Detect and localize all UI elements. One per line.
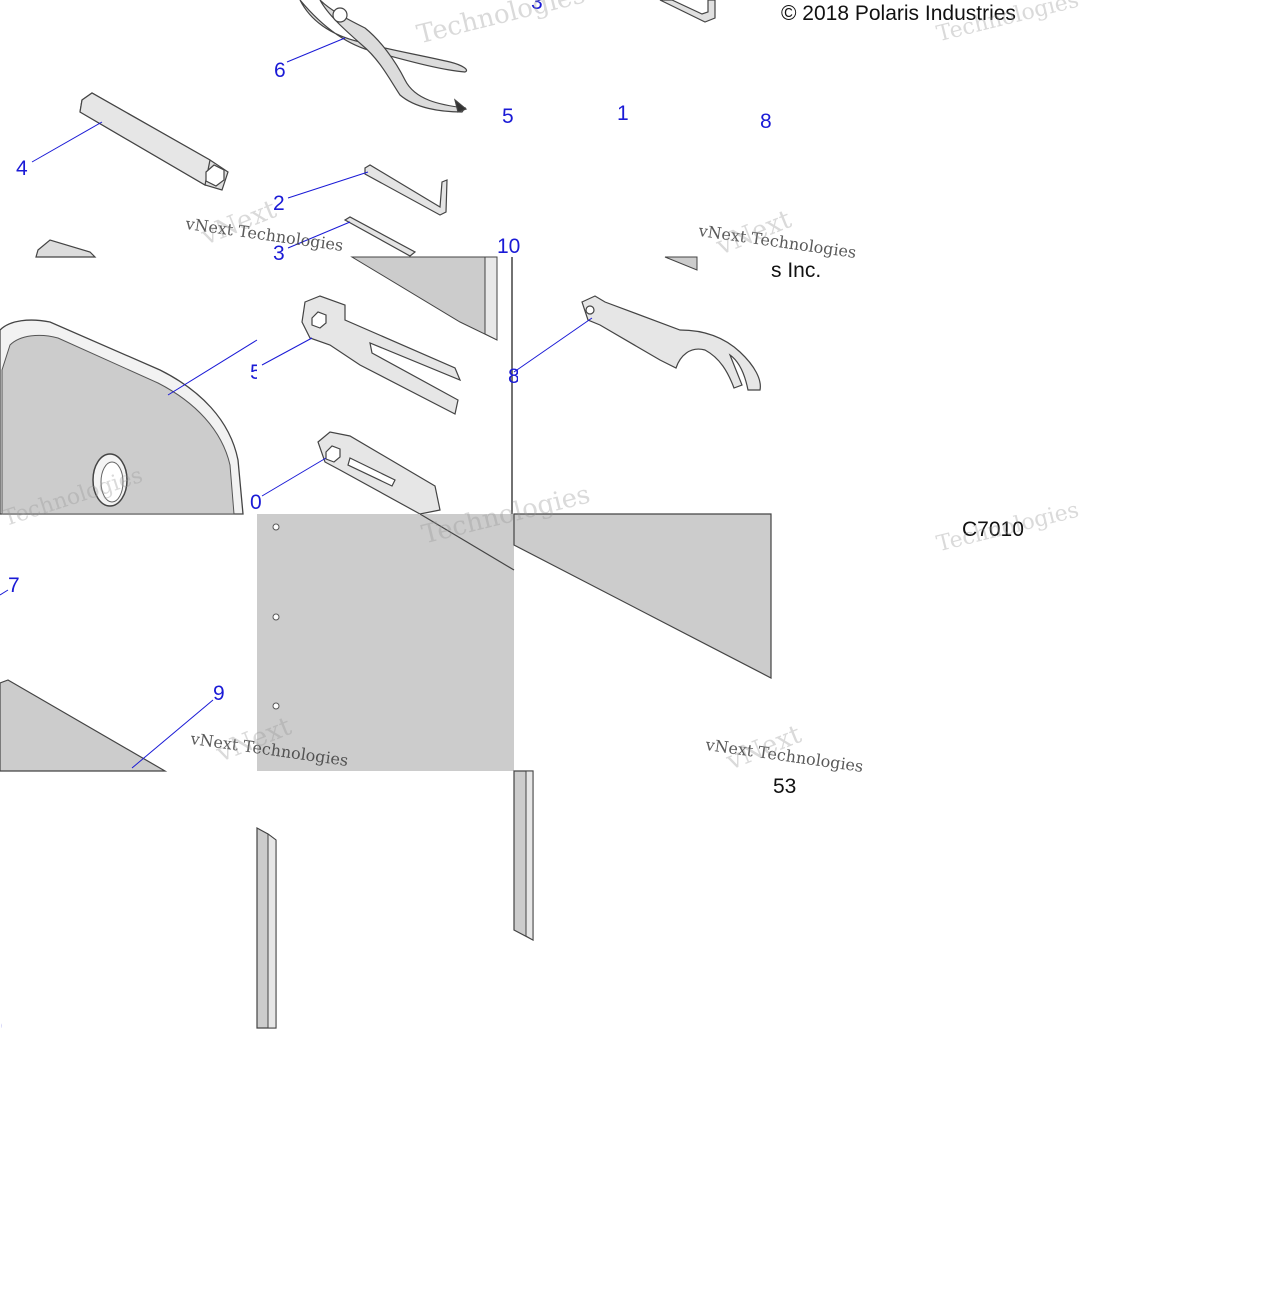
flat-wrench-part: [317, 431, 441, 515]
copyright-notice: © 2018 Polaris Industries: [781, 2, 1016, 25]
callout-6: 6: [274, 59, 286, 82]
leader-line: [513, 317, 593, 373]
leader-line: [286, 37, 346, 63]
spark-plug-socket-part: [79, 92, 229, 191]
leader-line: [287, 171, 369, 199]
panel-board-part: [0, 679, 168, 772]
leader-line: [287, 221, 351, 249]
leader-line: [261, 457, 327, 497]
callout-8: 8: [760, 110, 772, 133]
tool-pouch-part: [0, 319, 244, 515]
hook-spanner-part: [581, 295, 761, 391]
callout-fragment: 3: [531, 0, 543, 14]
figure-code: C7010: [962, 518, 1024, 541]
handle-part: [659, 0, 716, 23]
figure-code-fragment: 53: [773, 775, 797, 798]
leader-line: [167, 339, 258, 396]
callout-9: 9: [213, 682, 225, 705]
leader-line: [131, 699, 214, 769]
hex-key-part: [364, 164, 448, 216]
callout-fragment: 0: [1, 1016, 2, 1037]
leader-line: [31, 121, 103, 163]
callout-2: 2: [273, 192, 285, 215]
pin-part: [343, 216, 417, 257]
pliers-part: [299, 0, 468, 113]
callout-fragment: 8: [508, 366, 518, 387]
leader-line: [261, 337, 313, 366]
callout-fragment: 0: [250, 492, 262, 513]
callout-10: 10: [497, 235, 521, 258]
callout-5: 5: [502, 105, 514, 128]
callout-3: 3: [273, 242, 285, 265]
panel-face: [513, 513, 772, 679]
callout-1: 1: [617, 102, 629, 125]
callout-fragment: 5: [250, 362, 257, 383]
callout-7: 7: [8, 574, 20, 597]
callout-4: 4: [16, 157, 28, 180]
spanner-wrench-part: [301, 295, 462, 415]
panel-face: [257, 514, 514, 771]
copyright-notice-fragment: s Inc.: [771, 259, 822, 282]
